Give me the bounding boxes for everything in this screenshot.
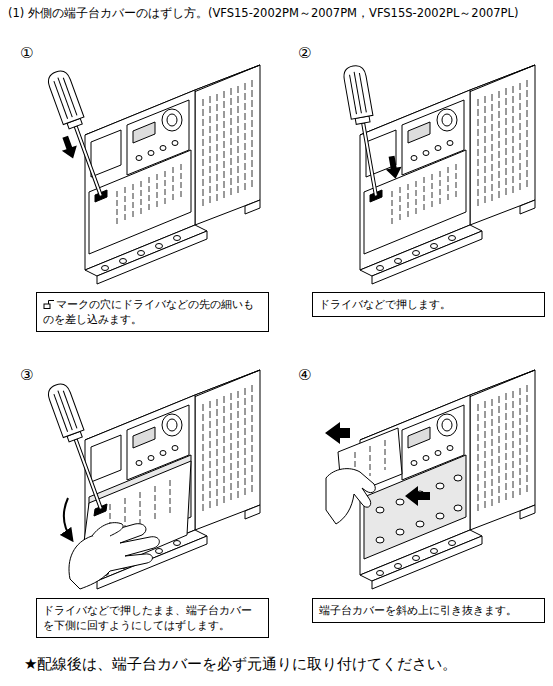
inverter-figure: [89, 150, 191, 254]
caption-text: ドライバなどで押します。: [319, 298, 451, 310]
inverter-figure: [360, 65, 535, 284]
inverter-figure: [85, 65, 260, 284]
caption-text: 端子台カバーを斜め上に引き抜きます。: [319, 604, 517, 616]
inverter-figure: [326, 469, 375, 524]
inverter-figure: [64, 498, 72, 540]
inverter-figure: [325, 422, 350, 444]
unlock-mark-icon: [44, 304, 50, 309]
inverter-figure: [364, 150, 466, 254]
inverter-figure: [46, 65, 260, 284]
inverter-figure: [170, 480, 171, 516]
callout-number: ④: [298, 366, 311, 384]
caption-box: 端子台カバーを斜め上に引き抜きます。: [312, 598, 545, 623]
caption-text: ドライバなどで押したまま、端子台カバーを下側に回すようにしてはずします。: [43, 604, 252, 631]
caption-text: マークの穴にドライバなどの先の細いものを差し込みます。: [43, 298, 254, 325]
inverter-figure: [325, 370, 535, 589]
inverter-figure: [46, 370, 260, 589]
callout-number: ②: [298, 44, 311, 62]
inverter-figure: [155, 486, 156, 522]
unlock-mark-icon: [43, 299, 55, 309]
note-text: ★配線後は、端子台カバーを必ず元通りに取り付けてください。: [24, 655, 457, 674]
page-title: (1) 外側の端子台カバーのはずし方。(VFS15-2002PM～2007PM，…: [8, 6, 518, 21]
callout-number: ③: [20, 366, 33, 384]
inverter-figure: [140, 492, 141, 528]
inverter-figure: [342, 64, 535, 284]
inverter-figure: [342, 64, 387, 198]
inverter-figure: [92, 523, 123, 536]
inverter-figure: [46, 381, 112, 513]
inverter-figure: [384, 155, 404, 180]
inverter-figure: [58, 134, 81, 161]
inverter-figure: [385, 440, 386, 470]
callout-number: ①: [20, 44, 33, 62]
unlock-mark-icon: [49, 301, 55, 305]
caption-box: ドライバなどで押します。: [312, 292, 545, 317]
inverter-figure: [405, 486, 430, 506]
inverter-figure: [46, 68, 112, 200]
caption-box: マークの穴にドライバなどの先の細いものを差し込みます。: [36, 292, 269, 332]
inverter-figure: [370, 446, 371, 476]
caption-box: ドライバなどで押したまま、端子台カバーを下側に回すようにしてはずします。: [36, 598, 269, 638]
